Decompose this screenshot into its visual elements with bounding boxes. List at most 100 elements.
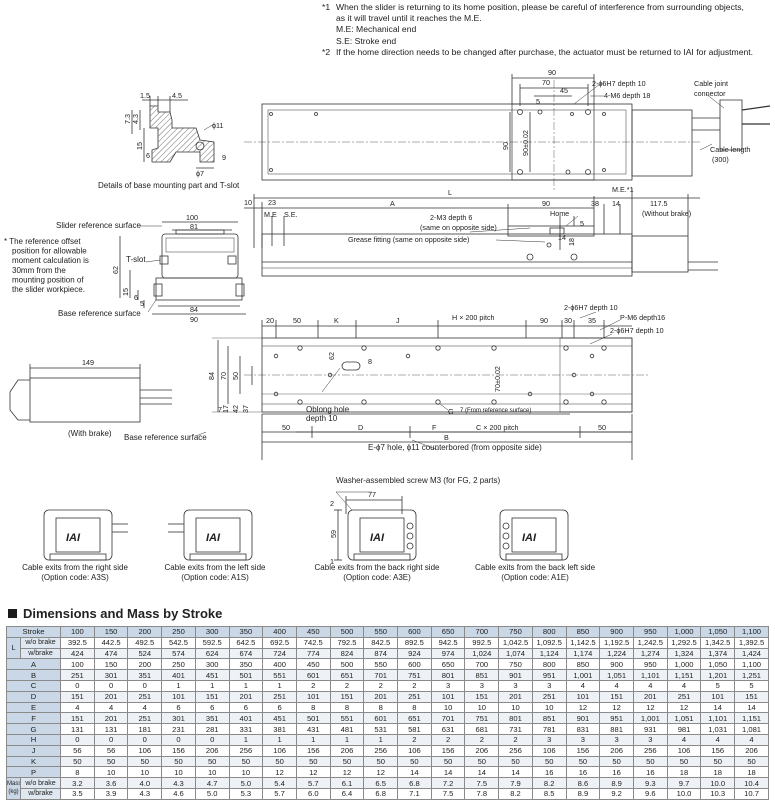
table-cell: 4	[700, 733, 736, 746]
table-cell: 900	[599, 658, 634, 671]
table-cell: 500	[329, 658, 365, 671]
table-cell: 2	[363, 679, 399, 692]
table-cell: 874	[363, 647, 399, 660]
table-cell: 151	[194, 690, 230, 703]
svg-text:50: 50	[282, 423, 290, 432]
table-cell: 942.5	[430, 636, 466, 649]
table-cell: 601	[295, 669, 331, 681]
table-cell: 2	[430, 733, 466, 746]
table-cell: 101	[161, 690, 196, 703]
table-cell: 106	[531, 744, 567, 757]
table-cell: 851	[464, 669, 500, 681]
svg-text:90: 90	[190, 315, 198, 324]
table-cell: 301	[161, 712, 196, 725]
table-cell: 3.2	[60, 777, 95, 789]
table-cell: 156	[430, 744, 466, 757]
table-cell: 6	[228, 701, 264, 714]
table-cell: 5.0	[194, 787, 230, 800]
table-cell: 4.0	[127, 777, 163, 789]
row-label: H	[5, 733, 62, 746]
table-cell: 524	[127, 647, 163, 660]
table-cell: 581	[397, 723, 432, 735]
table-cell: 901	[498, 669, 533, 681]
table-cell: 701	[363, 669, 399, 681]
table-cell: 592.5	[194, 636, 230, 649]
table-cell: 12	[632, 701, 668, 714]
table-cell: 1,024	[464, 647, 500, 660]
svg-text:J: J	[396, 316, 400, 325]
svg-text:100: 100	[186, 213, 198, 222]
table-cell: 8	[295, 701, 331, 714]
header-cell: 500	[329, 626, 365, 638]
table-cell: 8	[60, 766, 95, 779]
table-cell: 50	[363, 755, 399, 768]
svg-text:ϕ11: ϕ11	[212, 121, 224, 130]
table-cell: 101	[295, 690, 331, 703]
table-cell: 4	[599, 679, 634, 692]
table-cell: 4	[666, 733, 702, 746]
header-cell: 650	[430, 626, 466, 638]
svg-text:Base reference surface: Base reference surface	[124, 433, 207, 442]
table-cell: 251	[262, 690, 297, 703]
table-cell: 4.6	[161, 787, 196, 800]
table-cell: 206	[734, 744, 769, 757]
table-cell: 6	[262, 701, 297, 714]
svg-text:(With brake): (With brake)	[68, 429, 112, 438]
table-cell: 12	[565, 701, 601, 714]
table-cell: 1,201	[700, 669, 736, 681]
table-cell: 50	[295, 755, 331, 768]
svg-text:(same on opposite side): (same on opposite side)	[420, 223, 497, 232]
tapped-hole	[571, 372, 577, 378]
table-cell: 256	[228, 744, 264, 757]
table-cell: 151	[464, 690, 500, 703]
table-cell: 206	[599, 744, 634, 757]
table-cell: 774	[295, 647, 331, 660]
tapped-hole	[327, 372, 333, 378]
table-cell: 4	[666, 679, 702, 692]
table-cell: 0	[161, 733, 196, 746]
table-cell: 7.9	[498, 777, 533, 789]
table-cell: 16	[632, 766, 668, 779]
table-cell: 1,042.5	[498, 636, 533, 649]
table-cell: 1,101	[700, 712, 736, 725]
table-cell: 951	[599, 712, 634, 725]
iai-logo: IAI	[66, 532, 81, 544]
table-cell: 751	[464, 712, 500, 725]
table-cell: 1,081	[734, 723, 769, 735]
table-cell: 14	[700, 701, 736, 714]
table-cell: 401	[228, 712, 264, 725]
table-cell: 3	[498, 679, 533, 692]
svg-text:H × 200 pitch: H × 200 pitch	[452, 313, 495, 322]
table-cell: 50	[531, 755, 567, 768]
svg-text:45: 45	[560, 86, 568, 95]
table-cell: 151	[60, 712, 95, 725]
svg-text:4.5: 4.5	[172, 91, 182, 100]
svg-text:Slider reference surface: Slider reference surface	[56, 221, 141, 230]
svg-text:9: 9	[222, 153, 226, 162]
footnote-line: as it will travel until it reaches the M…	[336, 13, 482, 24]
table-cell: 201	[632, 690, 668, 703]
table-cell: 206	[464, 744, 500, 757]
table-cell: 624	[194, 647, 230, 660]
table-cell: 16	[599, 766, 634, 779]
table-cell: 251	[127, 690, 163, 703]
table-cell: 3	[599, 733, 634, 746]
table-cell: 1,151	[734, 712, 769, 725]
table-cell: 10	[161, 766, 196, 779]
table-cell: 1,251	[734, 669, 769, 681]
svg-text:E-ϕ7 hole, ϕ11 counterbored (f: E-ϕ7 hole, ϕ11 counterbored (from opposi…	[368, 443, 542, 452]
table-cell: 6.4	[329, 787, 365, 800]
svg-text:Base reference surface: Base reference surface	[58, 309, 141, 318]
table-cell: 401	[161, 669, 196, 681]
table-cell: 1,051	[599, 669, 634, 681]
svg-text:2-ϕ6H7 depth 10: 2-ϕ6H7 depth 10	[592, 79, 646, 88]
table-cell: 3	[632, 733, 668, 746]
footnote-line: M.E: Mechanical end	[336, 24, 417, 35]
table-cell: 474	[93, 647, 129, 660]
table-cell: 50	[430, 755, 466, 768]
table-cell: 12	[295, 766, 331, 779]
table-cell: 350	[228, 658, 264, 671]
table-cell: 951	[531, 669, 567, 681]
